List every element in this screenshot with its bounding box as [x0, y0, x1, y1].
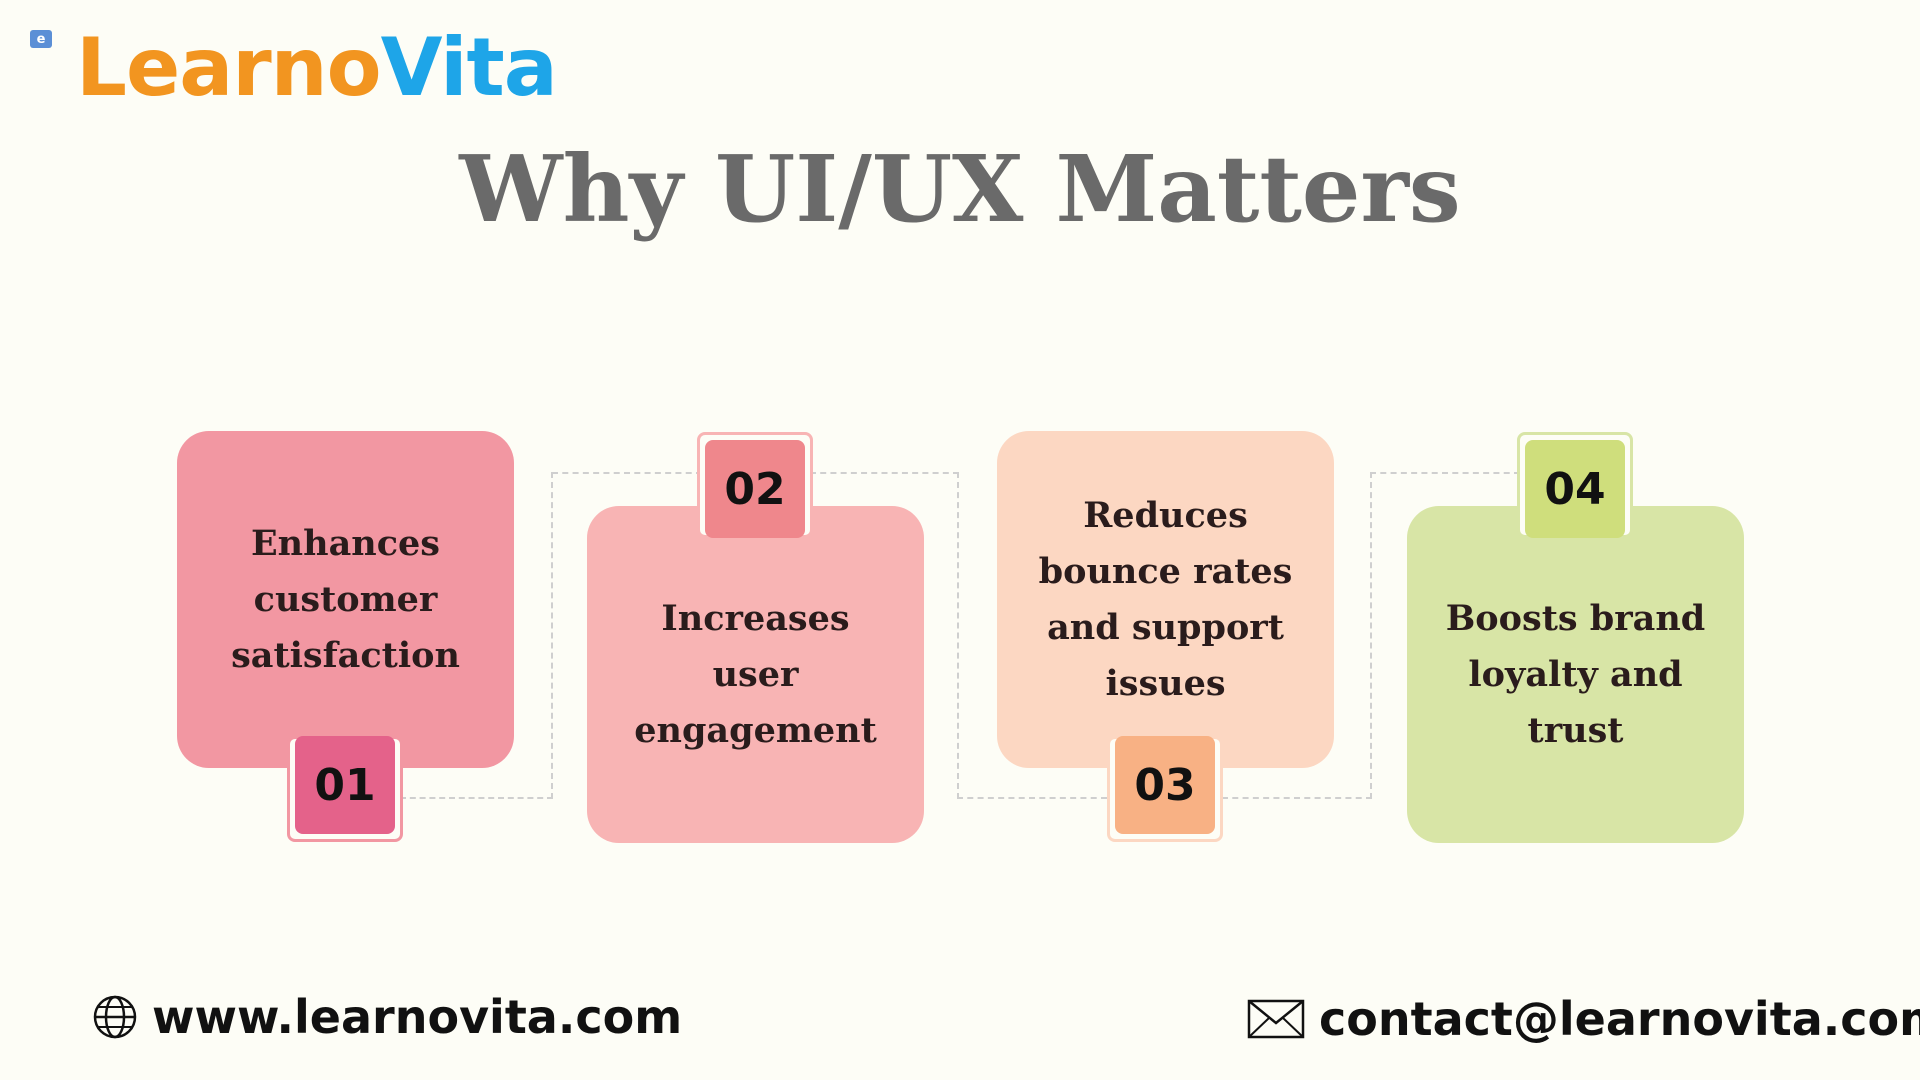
step-text-3: Reduces bounce rates and support issues	[1038, 494, 1293, 704]
connector-2-3-vert	[957, 472, 959, 799]
step-badge-1: 01	[295, 736, 395, 834]
connector-1-2	[400, 472, 553, 799]
connector-2-3-bottom	[957, 797, 1107, 799]
step-badge-2: 02	[705, 440, 805, 538]
step-card-1: Enhances customer satisfaction	[177, 431, 514, 768]
step-badge-3: 03	[1115, 736, 1215, 834]
corner-logo-mark: e	[30, 30, 52, 48]
connector-2-3	[810, 472, 959, 799]
connector-3-4-vert	[1370, 472, 1372, 799]
logo-text-vita: Vita	[380, 21, 558, 114]
globe-icon	[93, 995, 137, 1039]
brand-logo: LearnoVita	[76, 28, 558, 108]
website-link[interactable]: www.learnovita.com	[152, 990, 683, 1044]
step-text-1: Enhances customer satisfaction	[231, 522, 460, 676]
footer-website[interactable]: www.learnovita.com	[92, 990, 682, 1044]
step-card-3: Reduces bounce rates and support issues	[997, 431, 1334, 768]
step-badge-4: 04	[1525, 440, 1625, 538]
footer-email[interactable]: contact@learnovita.com	[1247, 992, 1920, 1046]
logo-text-learno: Learno	[76, 21, 382, 114]
step-text-4: Boosts brand loyalty and trust	[1445, 597, 1706, 751]
connector-3-4-top	[1370, 472, 1520, 474]
envelope-icon	[1247, 999, 1305, 1039]
step-card-4: Boosts brand loyalty and trust	[1407, 506, 1744, 843]
page-title: Why UI/UX Matters	[459, 135, 1461, 243]
connector-1-2-top	[552, 472, 702, 474]
connector-3-4	[1222, 797, 1372, 799]
email-link[interactable]: contact@learnovita.com	[1319, 992, 1920, 1046]
step-card-2: Increases user engagement	[587, 506, 924, 843]
step-text-2: Increases user engagement	[634, 597, 877, 751]
